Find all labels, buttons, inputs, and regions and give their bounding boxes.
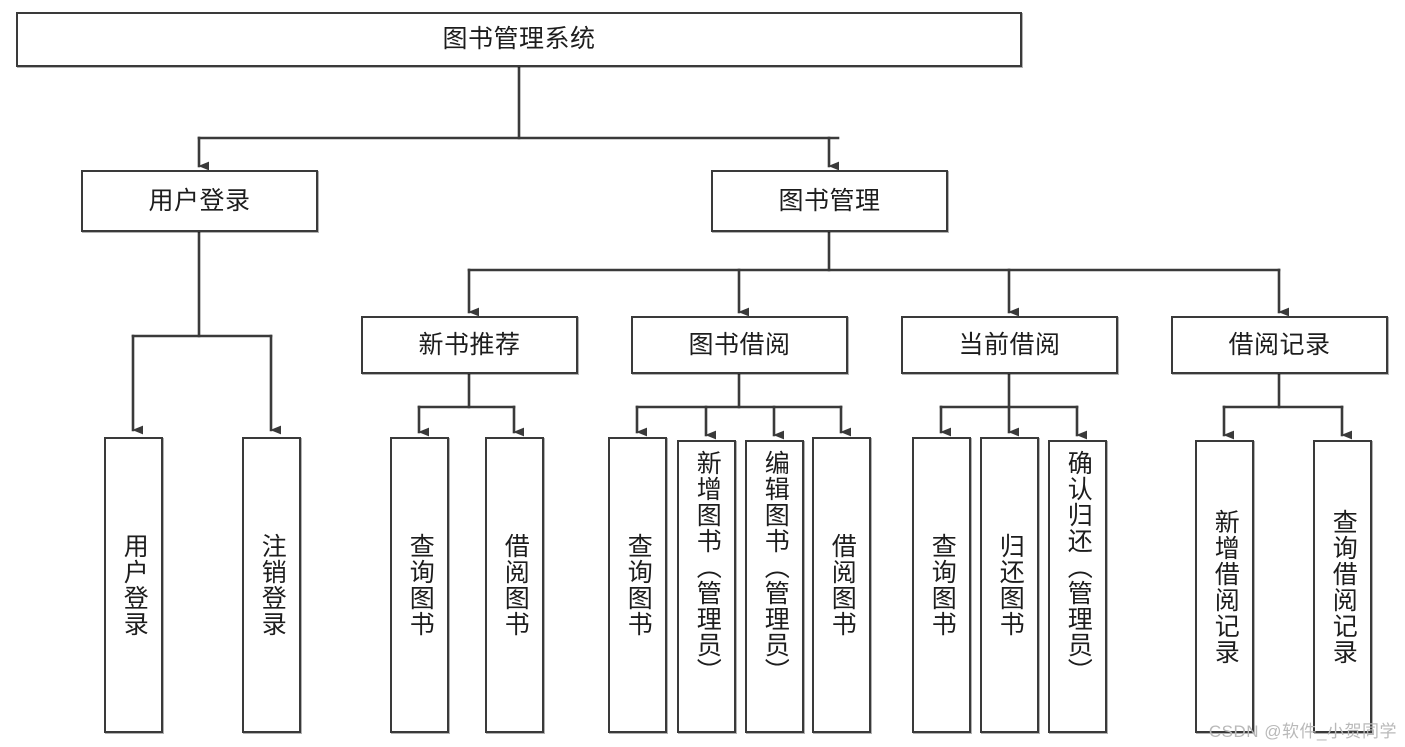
node-leaf-add-record-label: 新增借阅记录	[1211, 508, 1240, 665]
node-borrow-record[interactable]: 借阅记录	[1171, 316, 1388, 374]
node-leaf-borrow-book-1[interactable]: 借阅图书	[485, 437, 544, 733]
node-book-manage-label: 图书管理	[778, 186, 881, 215]
node-borrow-record-label: 借阅记录	[1228, 330, 1331, 359]
node-leaf-user-login[interactable]: 用户登录	[104, 437, 163, 733]
node-book-borrow-label: 图书借阅	[688, 330, 791, 359]
node-leaf-logout[interactable]: 注销登录	[242, 437, 301, 733]
node-leaf-borrow-book-2[interactable]: 借阅图书	[812, 437, 871, 733]
node-leaf-add-book[interactable]: 新增图书（管理员）	[677, 440, 736, 733]
node-leaf-query-book-1[interactable]: 查询图书	[390, 437, 449, 733]
node-root-label: 图书管理系统	[442, 25, 596, 54]
node-leaf-query-book-3[interactable]: 查询图书	[912, 437, 971, 733]
node-book-borrow[interactable]: 图书借阅	[631, 316, 848, 374]
csdn-watermark: CSDN @软件_小贺同学	[1208, 722, 1397, 741]
node-leaf-edit-book[interactable]: 编辑图书（管理员）	[745, 440, 804, 733]
node-leaf-borrow-book-2-label: 借阅图书	[828, 533, 857, 637]
node-new-book-rec[interactable]: 新书推荐	[361, 316, 578, 374]
node-leaf-query-book-2[interactable]: 查询图书	[608, 437, 667, 733]
node-leaf-add-record[interactable]: 新增借阅记录	[1195, 440, 1254, 733]
node-book-manage[interactable]: 图书管理	[711, 170, 948, 232]
node-leaf-query-record-label: 查询借阅记录	[1329, 508, 1358, 665]
node-current-borrow-label: 当前借阅	[958, 330, 1061, 359]
node-leaf-borrow-book-1-label: 借阅图书	[501, 533, 530, 637]
node-user-login[interactable]: 用户登录	[81, 170, 318, 232]
node-leaf-query-book-3-label: 查询图书	[928, 533, 957, 637]
node-current-borrow[interactable]: 当前借阅	[901, 316, 1118, 374]
node-leaf-query-record[interactable]: 查询借阅记录	[1313, 440, 1372, 733]
node-root[interactable]: 图书管理系统	[16, 12, 1022, 67]
node-leaf-add-book-label: 新增图书（管理员）	[693, 450, 722, 684]
node-leaf-edit-book-label: 编辑图书（管理员）	[761, 450, 790, 684]
node-leaf-query-book-2-label: 查询图书	[624, 533, 653, 637]
node-leaf-query-book-1-label: 查询图书	[406, 533, 435, 637]
node-leaf-confirm-return[interactable]: 确认归还（管理员）	[1048, 440, 1107, 733]
node-user-login-label: 用户登录	[148, 186, 251, 215]
node-new-book-rec-label: 新书推荐	[418, 330, 521, 359]
node-leaf-user-login-label: 用户登录	[120, 533, 149, 637]
node-leaf-return-book[interactable]: 归还图书	[980, 437, 1039, 733]
node-leaf-confirm-return-label: 确认归还（管理员）	[1064, 450, 1093, 684]
node-leaf-return-book-label: 归还图书	[996, 533, 1025, 637]
node-leaf-logout-label: 注销登录	[258, 533, 287, 637]
